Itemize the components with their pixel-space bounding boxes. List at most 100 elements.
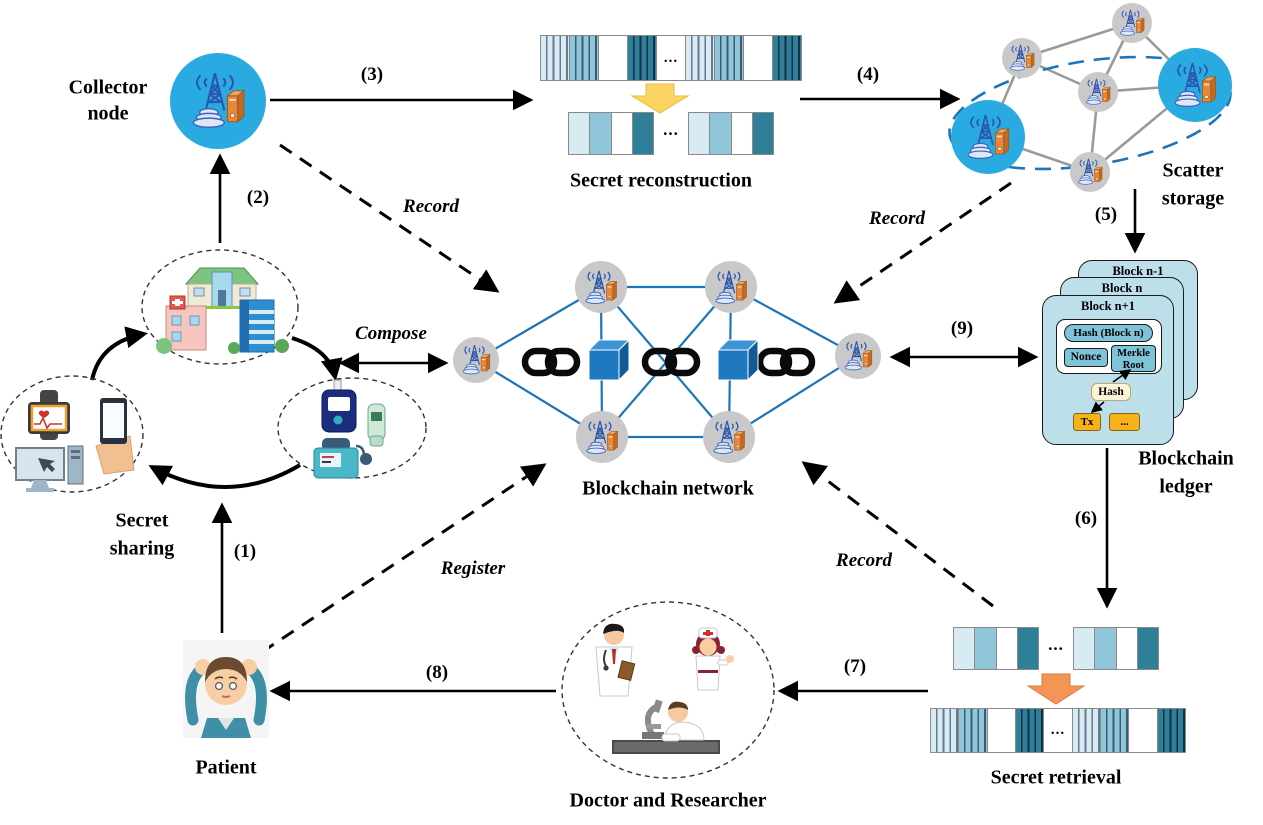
retrieval-solid-shares-right bbox=[1073, 627, 1159, 670]
scatter-node-blue bbox=[1158, 48, 1232, 122]
dashed-arrows bbox=[261, 143, 1012, 654]
network-node bbox=[453, 337, 499, 383]
scatter-storage-title-2: storage bbox=[1161, 187, 1225, 210]
share-cell-dark bbox=[772, 35, 802, 81]
step-arrows bbox=[209, 88, 1146, 702]
share-cell-white bbox=[598, 35, 628, 81]
computer-icon bbox=[15, 445, 84, 492]
share-cell-light bbox=[953, 627, 976, 670]
share-cell-light bbox=[1073, 627, 1096, 670]
tx-box: Tx bbox=[1073, 413, 1101, 431]
researcher-microscope-figure bbox=[612, 699, 720, 754]
wearables-cluster-ellipse bbox=[0, 375, 144, 493]
network-node bbox=[835, 333, 881, 379]
secret-sharing-title-2: sharing bbox=[109, 537, 175, 560]
patient-figure bbox=[183, 640, 269, 738]
secret-retrieval-title: Secret retrieval bbox=[990, 766, 1122, 789]
share-cell-dark bbox=[1156, 708, 1186, 753]
share-cell-white bbox=[995, 627, 1018, 670]
share-cell-white bbox=[1128, 708, 1158, 753]
patient-title: Patient bbox=[195, 756, 257, 779]
share-cell-dark bbox=[1136, 627, 1159, 670]
merkle-root-box: Merkle Root bbox=[1111, 345, 1156, 372]
devices-cluster-ellipse bbox=[277, 377, 427, 479]
block-cube-icon bbox=[587, 338, 760, 382]
share-cell-ellipsis: ... bbox=[1043, 708, 1073, 753]
network-node bbox=[575, 261, 627, 313]
merkle-line-2: Root bbox=[1122, 359, 1145, 371]
step-6-label: (6) bbox=[1074, 508, 1098, 530]
share-cell-light bbox=[568, 112, 591, 155]
share-cell-medium bbox=[974, 627, 997, 670]
share-cell-white bbox=[730, 112, 753, 155]
blockchain-ledger-title-2: ledger bbox=[1159, 475, 1213, 498]
scatter-node bbox=[1070, 152, 1110, 192]
scatter-node-blue bbox=[951, 100, 1025, 174]
step-7-label: (7) bbox=[843, 656, 867, 678]
share-cell-medium bbox=[569, 35, 599, 81]
chain-link-icon bbox=[521, 347, 816, 377]
retrieval-solid-shares-left bbox=[953, 627, 1039, 670]
blockchain-ledger: Block n-1 Block n Block n+1 Hash (Block … bbox=[1040, 256, 1240, 452]
smartphone-hand-icon bbox=[95, 398, 135, 475]
scatter-storage-title-1: Scatter bbox=[1162, 159, 1224, 182]
share-cell-dark bbox=[751, 112, 774, 155]
blockchain-network-title: Blockchain network bbox=[582, 477, 754, 500]
arrow-record-retrieval bbox=[801, 461, 994, 608]
arrow-record-scatter bbox=[833, 181, 1012, 304]
reconstruction-ellipsis: ... bbox=[663, 120, 679, 140]
collector-node bbox=[170, 53, 266, 149]
blood-pressure-monitor-icon bbox=[313, 438, 372, 479]
hospital-icon bbox=[184, 267, 260, 309]
share-cell-white bbox=[743, 35, 773, 81]
share-cell-dark bbox=[627, 35, 657, 81]
ledger-block-front: Block n+1 Hash (Block n) Nonce Merkle Ro… bbox=[1042, 295, 1174, 445]
block-n+1-label: Block n+1 bbox=[1080, 299, 1135, 313]
arrow-register bbox=[261, 463, 547, 654]
block-n-label: Block n bbox=[1101, 281, 1143, 295]
share-cell-dark bbox=[1014, 708, 1045, 753]
register-label: Register bbox=[440, 558, 506, 580]
ledger-internal-arrows bbox=[1090, 369, 1132, 414]
nonce-box: Nonce bbox=[1064, 348, 1108, 367]
secret-sharing-title-1: Secret bbox=[115, 509, 169, 532]
step-5-label: (5) bbox=[1094, 204, 1118, 226]
share-cell-light bbox=[1071, 708, 1101, 753]
thermometer-icon bbox=[367, 403, 386, 447]
step-1-label: (1) bbox=[233, 541, 257, 563]
reconstruction-solid-shares-right bbox=[688, 112, 774, 155]
scatter-node bbox=[1112, 3, 1152, 43]
doctor-figure bbox=[595, 623, 636, 697]
step-3-label: (3) bbox=[360, 64, 384, 86]
scatter-node bbox=[1002, 38, 1042, 78]
share-cell-medium bbox=[589, 112, 612, 155]
arrow-record-collector bbox=[279, 143, 500, 293]
scatter-storage-network bbox=[948, 3, 1232, 192]
smartwatch-icon bbox=[28, 390, 70, 440]
share-cell-light bbox=[540, 35, 570, 81]
share-cell-medium bbox=[1094, 627, 1117, 670]
step-8-label: (8) bbox=[425, 662, 449, 684]
reconstruction-down-arrow bbox=[630, 83, 690, 114]
share-cell-light bbox=[930, 708, 960, 753]
share-cell-dark bbox=[631, 112, 654, 155]
reconstruction-solid-shares-left bbox=[568, 112, 654, 155]
record-label-retrieval: Record bbox=[836, 550, 892, 572]
secret-reconstruction-title: Secret reconstruction bbox=[570, 169, 752, 192]
blockchain-ledger-title-1: Blockchain bbox=[1138, 447, 1234, 470]
share-cell-light bbox=[685, 35, 715, 81]
record-label-scatter: Record bbox=[869, 208, 925, 230]
secret-sharing-cycle-arrows bbox=[90, 326, 343, 489]
network-node bbox=[705, 261, 757, 313]
retrieval-hatched-shares: ... bbox=[930, 708, 1186, 753]
share-cell-medium bbox=[714, 35, 744, 81]
reconstruction-hatched-shares: ... bbox=[540, 35, 802, 81]
glucose-meter-icon bbox=[321, 379, 357, 433]
compose-label: Compose bbox=[355, 323, 427, 345]
share-cell-medium bbox=[1099, 708, 1130, 753]
share-cell-white bbox=[1115, 627, 1138, 670]
share-cell-light bbox=[688, 112, 711, 155]
blockchain-network bbox=[453, 261, 881, 463]
